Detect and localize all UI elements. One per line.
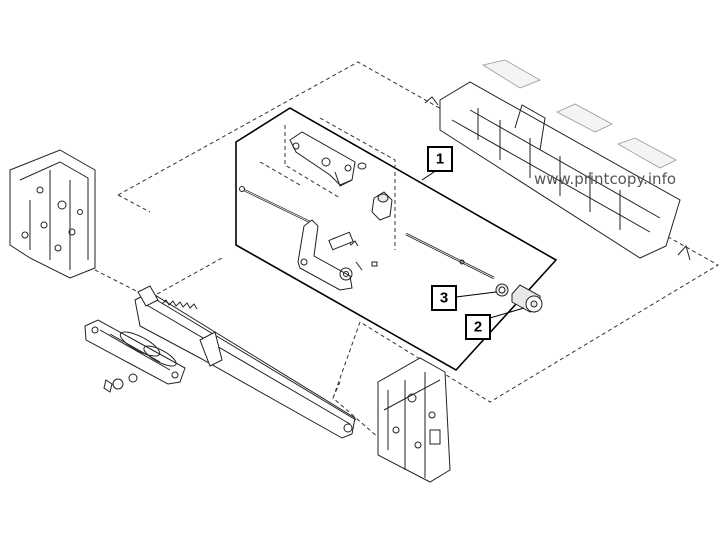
long-shaft-left — [239, 186, 311, 223]
small-bushing-top — [357, 162, 367, 170]
long-shaft-right — [405, 232, 495, 280]
bottom-right-frame — [377, 357, 451, 483]
lower-frame-dashed-outline — [332, 321, 396, 453]
callout-3-label: 3 — [440, 290, 448, 307]
callout-2-label: 2 — [474, 319, 482, 336]
left-frame-dashed-link — [79, 194, 223, 299]
inner-dashed-links — [259, 117, 396, 250]
guide-rail-arm — [134, 285, 357, 439]
top-guide-plate — [424, 59, 691, 261]
screw-and-washer — [103, 373, 138, 393]
shaft-bushing — [495, 283, 509, 297]
lower-bracket — [297, 219, 378, 291]
left-side-frame — [9, 149, 96, 279]
rail-spring — [161, 299, 198, 310]
callout-1: 1 — [427, 146, 453, 172]
outer-assembly-dashed-outline — [117, 61, 719, 403]
leader-line-2 — [489, 307, 525, 319]
callout-1-label: 1 — [436, 151, 444, 168]
feed-roller — [511, 284, 543, 313]
sub-assembly-outline — [235, 107, 558, 372]
upper-bracket — [289, 131, 356, 187]
small-holder-clip — [371, 191, 393, 221]
link-plates — [84, 319, 186, 385]
watermark: www.printcopy.info — [534, 170, 676, 188]
callout-3: 3 — [431, 285, 457, 311]
leader-line-3 — [455, 291, 497, 298]
coil-spring — [328, 231, 359, 251]
callout-2: 2 — [465, 314, 491, 340]
